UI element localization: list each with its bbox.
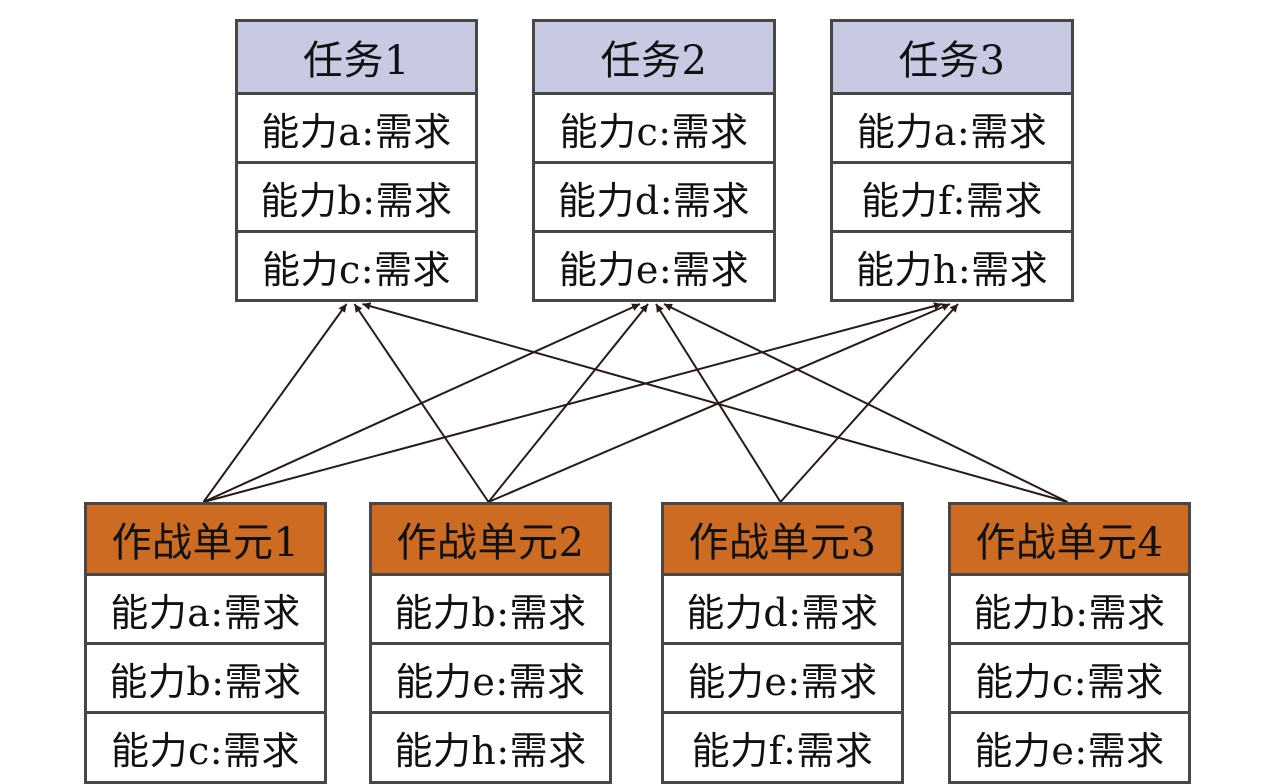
- unit-2-capability-1: 能力b:需求: [372, 573, 609, 642]
- unit-1-capability-3: 能力c:需求: [87, 711, 324, 780]
- task-1-capability-1: 能力a:需求: [238, 92, 475, 161]
- task-2-capability-3: 能力e:需求: [535, 230, 773, 299]
- unit-2-capability-3: 能力h:需求: [372, 711, 609, 780]
- unit-1-title: 作战单元1: [87, 505, 324, 573]
- link-unit3-to-task3: [779, 303, 959, 503]
- unit-1-box[interactable]: 作战单元1 能力a:需求 能力b:需求 能力c:需求: [84, 502, 327, 784]
- link-unit1-to-task3: [203, 302, 943, 503]
- unit-1-capability-2: 能力b:需求: [87, 642, 324, 711]
- task-2-capability-1: 能力c:需求: [535, 92, 773, 161]
- unit-4-capability-1: 能力b:需求: [951, 573, 1188, 642]
- link-unit1-to-task1: [202, 303, 348, 503]
- task-3-capability-1: 能力a:需求: [833, 92, 1071, 161]
- link-unit2-to-task1: [353, 303, 490, 503]
- task-1-box[interactable]: 任务1 能力a:需求 能力b:需求 能力c:需求: [235, 19, 478, 302]
- task-2-capability-2: 能力d:需求: [535, 161, 773, 230]
- unit-3-capability-1: 能力d:需求: [664, 573, 901, 642]
- unit-3-title: 作战单元3: [664, 505, 901, 573]
- unit-2-title: 作战单元2: [372, 505, 609, 573]
- task-2-title: 任务2: [535, 22, 773, 92]
- unit-4-capability-2: 能力c:需求: [951, 642, 1188, 711]
- task-1-capability-3: 能力c:需求: [238, 230, 475, 299]
- unit-3-capability-3: 能力f:需求: [664, 711, 901, 780]
- link-unit2-to-task2: [487, 303, 649, 503]
- link-unit4-to-task2: [663, 303, 1068, 503]
- unit-2-capability-2: 能力e:需求: [372, 642, 609, 711]
- unit-4-title: 作战单元4: [951, 505, 1188, 573]
- task-1-title: 任务1: [238, 22, 475, 92]
- unit-3-capability-2: 能力e:需求: [664, 642, 901, 711]
- unit-3-box[interactable]: 作战单元3 能力d:需求 能力e:需求 能力f:需求: [661, 502, 904, 784]
- unit-1-capability-1: 能力a:需求: [87, 573, 324, 642]
- task-3-box[interactable]: 任务3 能力a:需求 能力f:需求 能力h:需求: [830, 19, 1074, 302]
- task-3-capability-2: 能力f:需求: [833, 161, 1071, 230]
- link-unit4-to-task1: [362, 302, 1068, 503]
- unit-4-capability-3: 能力e:需求: [951, 711, 1188, 780]
- task-3-capability-3: 能力h:需求: [833, 230, 1071, 299]
- task-1-capability-2: 能力b:需求: [238, 161, 475, 230]
- unit-4-box[interactable]: 作战单元4 能力b:需求 能力c:需求 能力e:需求: [948, 502, 1191, 784]
- unit-2-box[interactable]: 作战单元2 能力b:需求 能力e:需求 能力h:需求: [369, 502, 612, 784]
- task-3-title: 任务3: [833, 22, 1071, 92]
- task-2-box[interactable]: 任务2 能力c:需求 能力d:需求 能力e:需求: [532, 19, 776, 302]
